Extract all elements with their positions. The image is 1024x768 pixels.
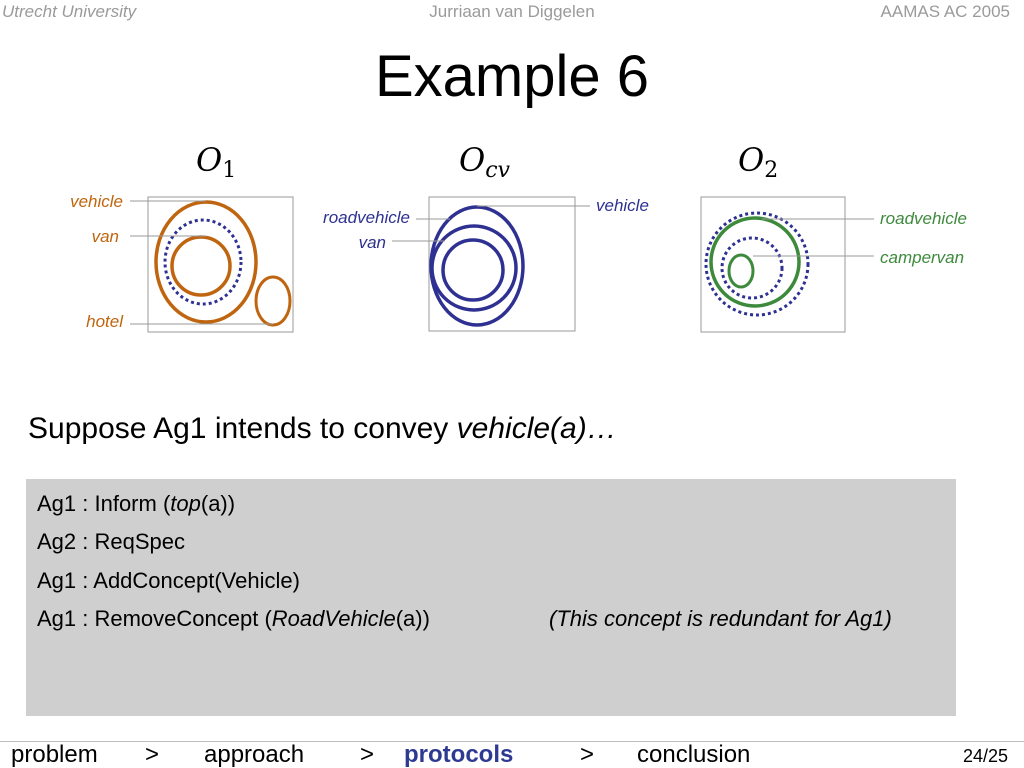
ontology-1-frame	[147, 196, 294, 333]
dialogue-text: Ag2 : ReqSpec	[37, 529, 185, 554]
campervan-ellipse	[727, 253, 755, 289]
label-vehicle: vehicle	[70, 192, 123, 211]
page-number: 24/25	[962, 746, 1008, 766]
label-vehicle: vehicle	[596, 196, 649, 215]
van-circle	[170, 235, 232, 297]
label-hotel: hotel	[86, 312, 124, 331]
statement-prefix: Suppose Ag1 intends to convey	[28, 412, 457, 445]
dialogue-text: Ag1 : Inform (	[37, 491, 171, 516]
dialogue-box: Ag1 : Inform (top(a)) Ag2 : ReqSpec Ag1 …	[26, 479, 956, 716]
dialogue-text: Ag1 : AddConcept(Vehicle)	[37, 568, 300, 593]
header-conference: AAMAS AC 2005	[880, 2, 1010, 21]
roadvehicle-circle	[709, 216, 801, 308]
header-institution: Utrecht University	[2, 2, 137, 21]
statement-emphasis: vehicle(a)…	[456, 412, 617, 445]
label-van: van	[92, 227, 119, 246]
nav-separator: >	[145, 741, 160, 768]
ontology-cv-frame	[428, 196, 576, 332]
dialogue-line: Ag1 : AddConcept(Vehicle)	[37, 567, 300, 595]
label-campervan: campervan	[880, 248, 964, 267]
slide-title: Example 6	[374, 44, 650, 109]
nav-approach[interactable]: approach	[204, 741, 305, 768]
hotel-ellipse	[254, 275, 292, 327]
nav-protocols[interactable]: protocols	[404, 741, 514, 768]
dotted-ellipse	[163, 218, 243, 306]
dotted-vehicle-circle	[704, 211, 810, 317]
dialogue-line: Ag1 : RemoveConcept (RoadVehicle(a))	[37, 605, 430, 633]
ontology-cv-heading: Ocv	[459, 141, 511, 183]
dialogue-text: (a))	[395, 606, 430, 631]
dialogue-line: Ag2 : ReqSpec	[37, 528, 185, 556]
label-roadvehicle: roadvehicle	[323, 208, 410, 227]
dotted-van-circle	[720, 236, 784, 300]
dialogue-emphasis: RoadVehicle	[271, 606, 396, 631]
ontology-1-panel: vehicle van hotel	[70, 192, 294, 333]
ontology-cv-panel: vehicle roadvehicle van	[323, 196, 649, 332]
statement: Suppose Ag1 intends to convey vehicle(a)…	[28, 410, 617, 448]
nav-separator: >	[360, 741, 375, 768]
nav-problem[interactable]: problem	[11, 741, 98, 768]
dialogue-text: Ag1 : RemoveConcept (	[37, 606, 272, 631]
dialogue-note: (This concept is redundant for Ag1)	[549, 606, 892, 631]
nav-separator: >	[580, 741, 595, 768]
nav-conclusion[interactable]: conclusion	[637, 741, 751, 768]
van-circle	[441, 238, 505, 302]
roadvehicle-circle	[430, 224, 518, 312]
dialogue-emphasis: top	[170, 491, 201, 516]
header-author: Jurriaan van Diggelen	[429, 2, 595, 21]
ontology-2-heading: O2	[738, 141, 778, 183]
ontology-2-frame	[700, 196, 846, 333]
ontology-diagram: O1 Ocv O2 vehicle van hotel vehicle road…	[70, 141, 967, 333]
dialogue-line: Ag1 : Inform (top(a))	[37, 490, 235, 518]
footer-divider	[0, 741, 1024, 742]
ontology-2-panel: roadvehicle campervan	[700, 196, 967, 333]
dialogue-text: (a))	[200, 491, 236, 516]
vehicle-ellipse	[154, 200, 258, 324]
label-roadvehicle: roadvehicle	[880, 209, 967, 228]
label-van: van	[359, 233, 386, 252]
ontology-1-heading: O1	[196, 141, 236, 183]
